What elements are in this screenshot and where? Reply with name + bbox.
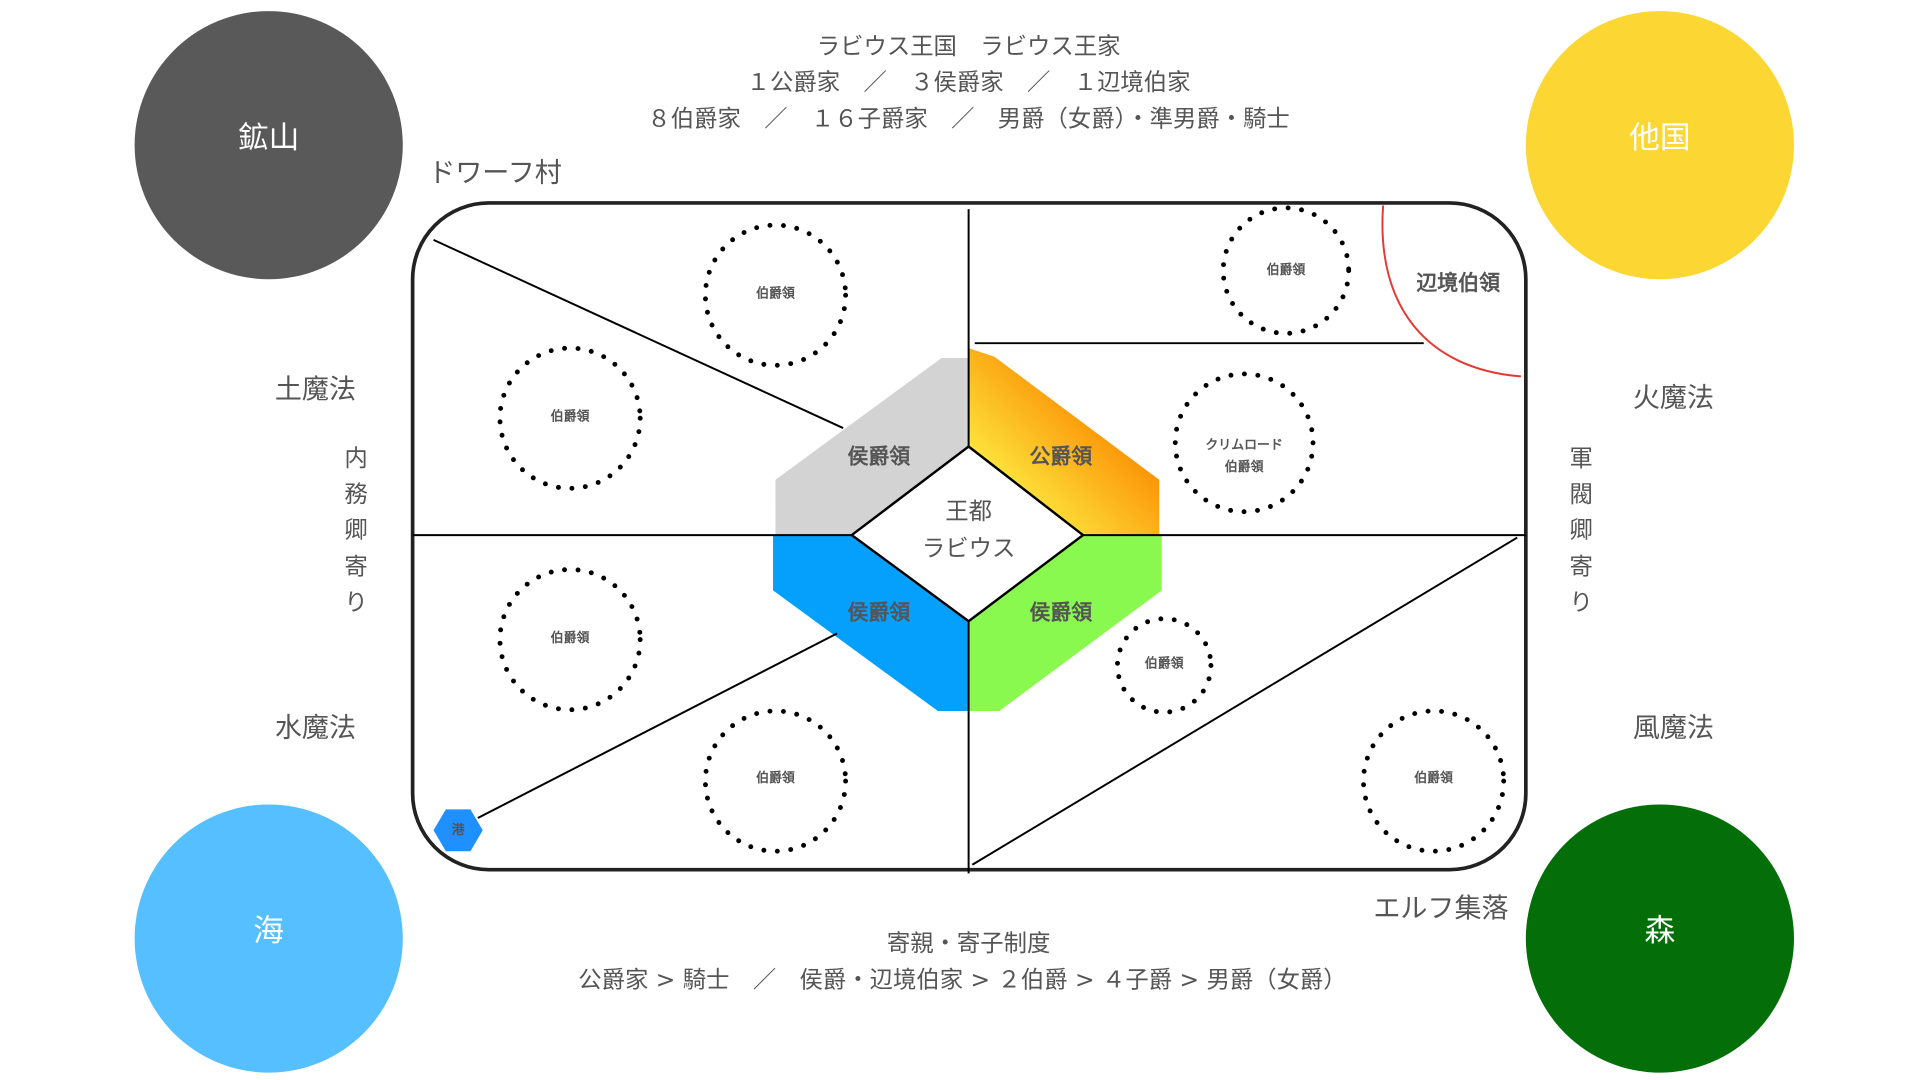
sea-label: 海 bbox=[253, 913, 284, 949]
footer-line-2: 公爵家 > 騎士 ／ 侯爵・辺境伯家 > ２伯爵 > ４子爵 > 男爵（女爵） bbox=[578, 966, 1346, 994]
county: 伯爵領 bbox=[497, 567, 643, 713]
port: 港 bbox=[433, 809, 483, 852]
port-label: 港 bbox=[452, 822, 466, 838]
divider-se bbox=[971, 536, 1518, 866]
dwarf-village-label: ドワーフ村 bbox=[428, 158, 562, 189]
sea-circle: 海 bbox=[134, 804, 403, 1073]
header-line-2: １公爵家 ／ ３侯爵家 ／ １辺境伯家 bbox=[747, 68, 1191, 96]
margrave-border bbox=[1381, 205, 1521, 378]
vertical-char: 寄 bbox=[1570, 552, 1593, 580]
marquis-nw-region bbox=[775, 357, 969, 536]
marquis-nw-label: 侯爵領 bbox=[847, 444, 910, 468]
vertical-char: 卿 bbox=[344, 516, 367, 544]
interior-faction-label: 内 務 卿 寄 り bbox=[344, 444, 367, 616]
capital-label-1: 王都 bbox=[945, 497, 992, 525]
county: 伯爵領 bbox=[702, 222, 849, 368]
crimroad-label-1: クリムロード bbox=[1205, 438, 1282, 453]
marquis-se-region bbox=[968, 535, 1162, 711]
header-line-1: ラビウス王国 ラビウス王家 bbox=[817, 32, 1121, 60]
crimroad-label-2: 伯爵領 bbox=[1225, 459, 1264, 475]
county-label: 伯爵領 bbox=[756, 285, 795, 301]
capital-region bbox=[849, 444, 1086, 623]
mine-label: 鉱山 bbox=[238, 120, 300, 156]
vertical-char: 閥 bbox=[1570, 480, 1593, 508]
county: 伯爵領 bbox=[1361, 708, 1507, 854]
duke-region bbox=[968, 348, 1160, 536]
water-magic-label: 水魔法 bbox=[275, 713, 356, 744]
county-label: 伯爵領 bbox=[551, 630, 590, 646]
vertical-char: り bbox=[1570, 588, 1593, 616]
military-faction-label: 軍 閥 卿 寄 り bbox=[1570, 444, 1593, 616]
duke-label: 公爵領 bbox=[1030, 444, 1093, 468]
vertical-char: 務 bbox=[344, 480, 367, 508]
county-crimroad: クリムロード 伯爵領 bbox=[1172, 371, 1316, 515]
mine-circle: 鉱山 bbox=[134, 11, 403, 280]
divider-sw bbox=[477, 632, 838, 819]
capital-label-2: ラビウス bbox=[922, 534, 1015, 562]
county-label: 伯爵領 bbox=[756, 770, 795, 786]
vertical-char: 寄 bbox=[344, 552, 367, 580]
county: 伯爵領 bbox=[1220, 205, 1352, 336]
divider-nw bbox=[433, 238, 844, 429]
county: 伯爵領 bbox=[1114, 616, 1214, 715]
footer-line-1: 寄親・寄子制度 bbox=[887, 929, 1051, 957]
earth-magic-label: 土魔法 bbox=[275, 375, 356, 406]
county-label: 伯爵領 bbox=[551, 408, 590, 424]
header-line-3: ８伯爵家 ／ １６子爵家 ／ 男爵（女爵）・準男爵・騎士 bbox=[647, 105, 1289, 133]
marquis-sw-region bbox=[773, 535, 969, 711]
vertical-char: 内 bbox=[344, 444, 367, 472]
county-label: 伯爵領 bbox=[1145, 656, 1184, 672]
vertical-char: り bbox=[344, 588, 367, 616]
vertical-char: 卿 bbox=[1570, 516, 1593, 544]
foreign-country-circle: 他国 bbox=[1525, 11, 1794, 280]
foreign-country-label: 他国 bbox=[1629, 120, 1691, 156]
forest-label: 森 bbox=[1645, 913, 1676, 949]
wind-magic-label: 風魔法 bbox=[1633, 713, 1714, 744]
county-label: 伯爵領 bbox=[1414, 770, 1453, 786]
county-label: 伯爵領 bbox=[1267, 262, 1306, 278]
forest-circle: 森 bbox=[1525, 804, 1794, 1073]
marquis-sw-label: 侯爵領 bbox=[847, 601, 910, 625]
county: 伯爵領 bbox=[702, 708, 849, 854]
elf-settlement-label: エルフ集落 bbox=[1373, 894, 1508, 925]
county: 伯爵領 bbox=[497, 345, 643, 491]
marquis-se-label: 侯爵領 bbox=[1030, 601, 1093, 625]
margrave-label: 辺境伯領 bbox=[1416, 271, 1500, 295]
fire-magic-label: 火魔法 bbox=[1633, 383, 1714, 414]
vertical-char: 軍 bbox=[1570, 444, 1593, 472]
